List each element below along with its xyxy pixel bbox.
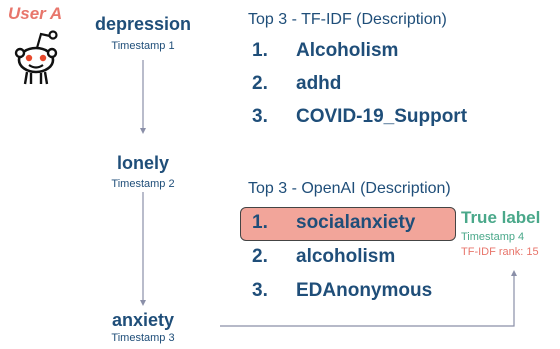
true-label-connector <box>220 272 515 327</box>
true-label-tfidf-rank: TF-IDF rank: 15 <box>461 246 539 258</box>
true-label-connector-head <box>511 270 517 276</box>
timeline-node-3-timestamp: Timestamp 3 <box>111 332 175 344</box>
openai-item-3: 3. EDAnonymous <box>252 280 432 302</box>
tfidf-item-1-name: Alcoholism <box>296 40 399 61</box>
openai-item-3-rank: 3. <box>252 280 268 301</box>
timeline-node-3-title: anxiety <box>111 310 175 330</box>
tfidf-panel-title: Top 3 - TF-IDF (Description) <box>248 11 447 28</box>
timeline-node-2-timestamp: Timestamp 2 <box>111 178 175 190</box>
timeline-arrow-2-head <box>140 300 146 306</box>
openai-item-1: 1. socialanxiety <box>252 212 415 234</box>
timeline-node-1-timestamp: Timestamp 1 <box>111 40 175 52</box>
true-label-timestamp: Timestamp 4 <box>461 231 525 243</box>
tfidf-item-3-rank: 3. <box>252 106 268 127</box>
true-label-title: True label <box>461 208 541 227</box>
timeline-node-2-title: lonely <box>116 153 169 173</box>
timeline-arrow-1-head <box>140 128 146 134</box>
user-label: User A <box>8 4 63 23</box>
openai-item-2-name: alcoholism <box>296 246 396 267</box>
tfidf-item-3-name: COVID-19_Support <box>296 106 468 127</box>
openai-item-1-name: socialanxiety <box>296 212 416 233</box>
openai-item-2: 2. alcoholism <box>252 246 395 268</box>
openai-item-3-name: EDAnonymous <box>296 280 433 301</box>
openai-item-2-rank: 2. <box>252 246 268 267</box>
tfidf-item-2-name: adhd <box>296 73 342 94</box>
tfidf-item-1-rank: 1. <box>252 40 268 61</box>
reddit-alien-icon <box>10 26 62 93</box>
tfidf-item-2: 2. adhd <box>252 73 341 95</box>
openai-item-1-rank: 1. <box>252 212 268 233</box>
tfidf-item-2-rank: 2. <box>252 73 268 94</box>
tfidf-item-3: 3. COVID-19_Support <box>252 106 467 128</box>
openai-panel-title: Top 3 - OpenAI (Description) <box>248 180 451 197</box>
tfidf-item-1: 1. Alcoholism <box>252 40 398 62</box>
timeline-node-1-title: depression <box>94 14 192 34</box>
openai-top-match-highlight <box>240 207 456 241</box>
